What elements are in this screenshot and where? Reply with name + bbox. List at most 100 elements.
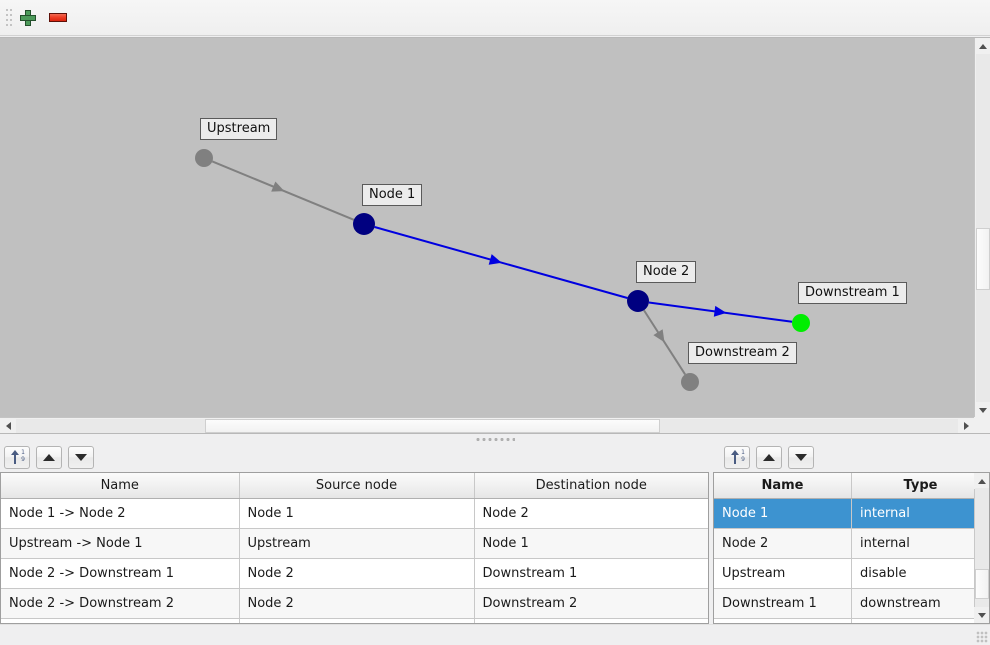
table-cell[interactable]: Node 2 -> Downstream 1 <box>1 558 240 589</box>
horizontal-splitter[interactable] <box>0 433 990 444</box>
edges-move-down-button[interactable] <box>68 445 94 469</box>
window-resize-grip[interactable] <box>976 631 988 643</box>
nodes-v-thumb[interactable] <box>975 569 989 599</box>
canvas-vertical-scrollbar[interactable] <box>974 38 990 418</box>
node-label-downstream2[interactable]: Downstream 2 <box>688 342 797 364</box>
scroll-left-arrow[interactable] <box>0 418 16 434</box>
triangle-down-icon <box>977 612 986 618</box>
nodes-move-up-button[interactable] <box>756 445 782 469</box>
add-node-button[interactable] <box>13 3 43 33</box>
table-cell[interactable]: Downstream 1 <box>474 558 708 589</box>
graph-node-node2[interactable] <box>627 290 649 312</box>
table-cell[interactable]: Node 2 <box>239 558 475 589</box>
graph-node-upstream[interactable] <box>195 149 213 167</box>
table-cell[interactable]: Node 1 <box>239 498 475 529</box>
table-cell-empty <box>1 618 240 623</box>
table-cell[interactable]: disable <box>851 558 989 589</box>
scroll-right-arrow[interactable] <box>958 418 974 434</box>
table-cell[interactable]: Node 2 <box>239 588 475 619</box>
table-cell[interactable]: internal <box>851 528 989 559</box>
node-label-downstream1[interactable]: Downstream 1 <box>798 282 907 304</box>
table-cell[interactable]: Node 2 <box>474 498 708 529</box>
triangle-down-icon <box>979 407 987 413</box>
table-cell[interactable]: Node 1 <box>474 528 708 559</box>
node-label-node2[interactable]: Node 2 <box>636 261 697 283</box>
graph-node-downstream2[interactable] <box>681 373 699 391</box>
minus-icon <box>49 13 67 22</box>
edge-arrowhead-node2-downstream2 <box>653 329 665 343</box>
graph-node-node1[interactable] <box>353 213 375 235</box>
column-header-source-node[interactable]: Source node <box>239 473 475 499</box>
table-cell[interactable]: Node 2 -> Downstream 2 <box>1 588 240 619</box>
splitter-grip <box>475 437 515 441</box>
table-empty-row <box>714 618 989 623</box>
table-cell[interactable]: internal <box>851 498 989 529</box>
table-cell[interactable]: Upstream -> Node 1 <box>1 528 240 559</box>
canvas-v-thumb[interactable] <box>976 228 990 290</box>
status-bar <box>0 624 990 645</box>
scrollbar-corner <box>974 417 990 433</box>
node-label-node1[interactable]: Node 1 <box>362 184 423 206</box>
table-cell[interactable]: Upstream <box>714 558 852 589</box>
toolbar-drag-grip[interactable] <box>3 6 13 30</box>
table-cell-empty <box>239 618 475 623</box>
table-cell[interactable]: Downstream 1 <box>714 588 852 619</box>
node-label-upstream[interactable]: Upstream <box>200 118 278 140</box>
table-cell[interactable]: Downstream 2 <box>474 588 708 619</box>
edge-arrowhead-node1-node2 <box>488 254 502 265</box>
triangle-up-icon <box>977 478 986 484</box>
triangle-down-icon <box>75 453 87 461</box>
nodes-scroll-up-arrow[interactable] <box>974 473 989 489</box>
plus-icon <box>20 9 36 26</box>
column-header-destination-node[interactable]: Destination node <box>474 473 708 499</box>
column-header-type[interactable]: Type <box>851 473 989 499</box>
table-cell[interactable]: Node 1 <box>714 498 852 529</box>
column-header-name[interactable]: Name <box>714 473 852 499</box>
canvas-horizontal-scrollbar[interactable] <box>0 417 974 434</box>
scroll-down-arrow[interactable] <box>975 402 990 418</box>
edges-move-up-button[interactable] <box>36 445 62 469</box>
table-cell[interactable]: Node 2 <box>714 528 852 559</box>
table-cell-empty <box>851 618 989 623</box>
triangle-up-icon <box>763 453 775 461</box>
nodes-table-vertical-scrollbar[interactable] <box>974 473 989 623</box>
graph-node-downstream1[interactable] <box>792 314 810 332</box>
triangle-left-icon <box>5 422 11 430</box>
scroll-up-arrow[interactable] <box>975 38 990 54</box>
nodes-scroll-down-arrow[interactable] <box>974 607 989 623</box>
triangle-up-icon <box>979 43 987 49</box>
table-cell[interactable]: downstream <box>851 588 989 619</box>
graph-edge-node2-downstream2[interactable] <box>643 309 686 375</box>
remove-node-button[interactable] <box>43 3 73 33</box>
edge-arrowhead-upstream-node1 <box>271 181 285 192</box>
graph-svg <box>195 149 810 391</box>
table-cell[interactable]: Upstream <box>239 528 475 559</box>
main-toolbar <box>0 0 990 36</box>
table-cell[interactable]: Node 1 -> Node 2 <box>1 498 240 529</box>
nodes-move-down-button[interactable] <box>788 445 814 469</box>
column-header-name[interactable]: Name <box>1 473 240 499</box>
table-cell-empty <box>474 618 708 623</box>
canvas-h-thumb[interactable] <box>205 419 660 433</box>
